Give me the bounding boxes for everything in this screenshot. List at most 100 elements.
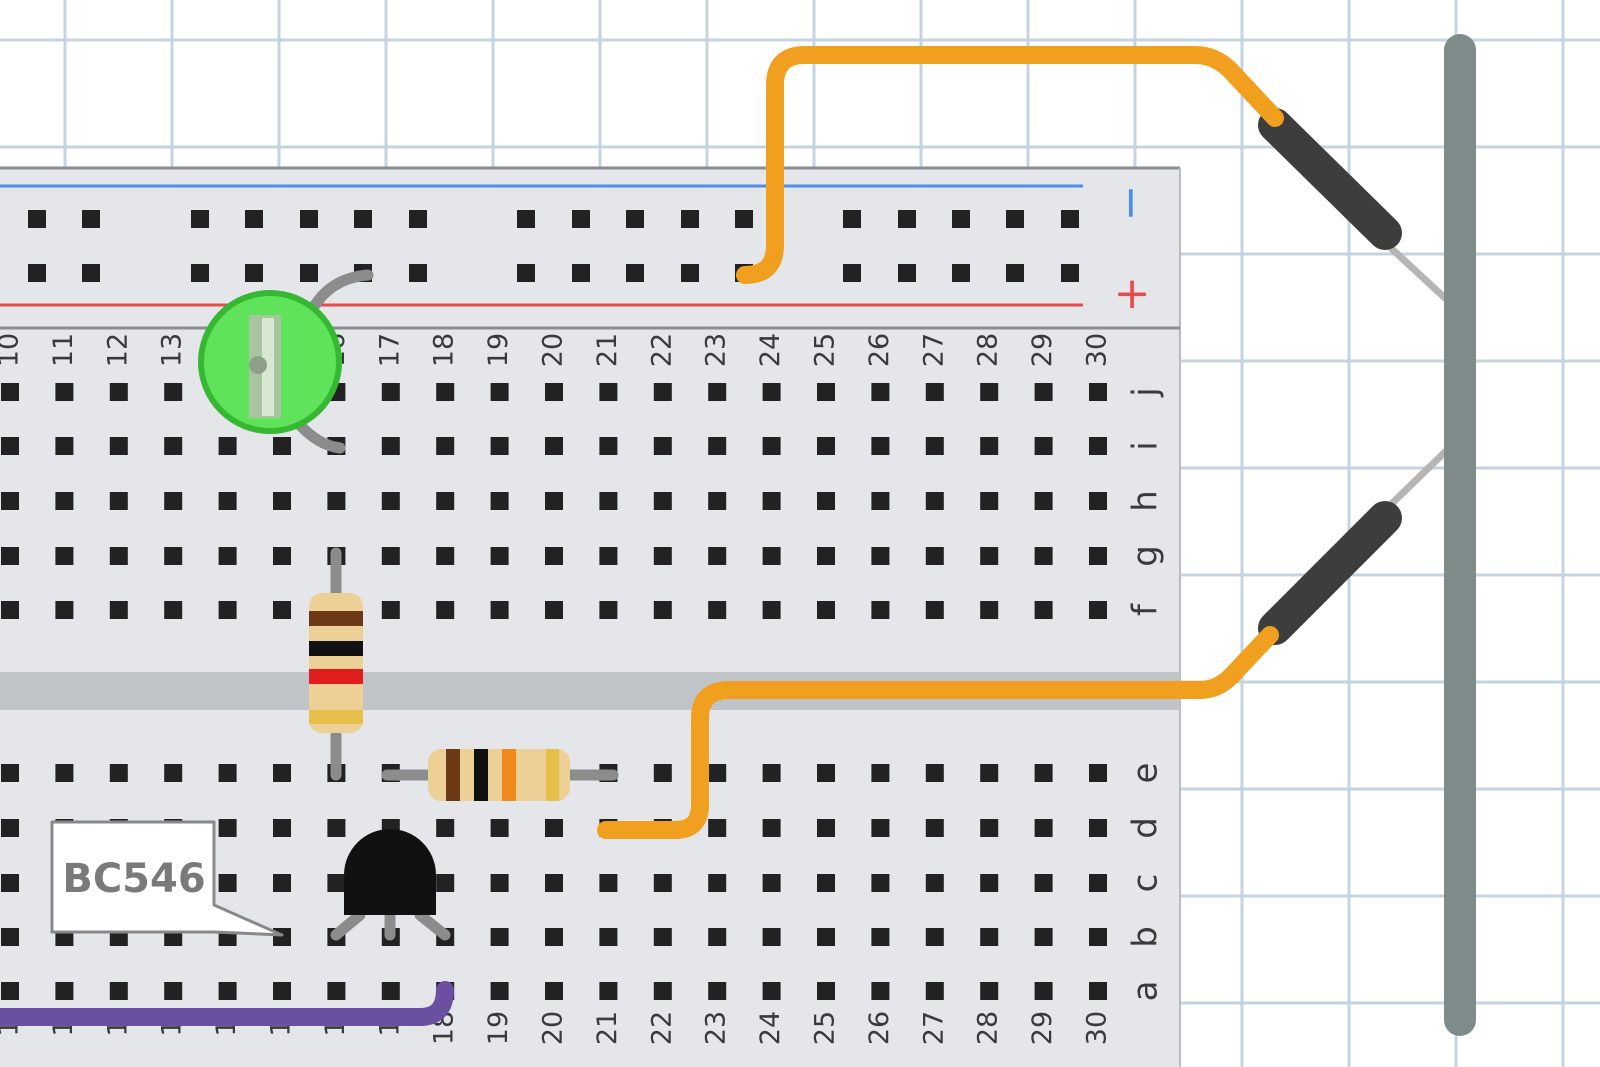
breadboard-hole [273, 601, 291, 619]
touch-plate-assembly [1258, 34, 1476, 1036]
breadboard-hole [871, 601, 890, 619]
breadboard-hole [708, 982, 727, 1000]
breadboard-hole [1089, 874, 1107, 892]
breadboard-hole [545, 874, 563, 892]
breadboard-hole [599, 383, 618, 401]
breadboard-hole [28, 264, 46, 282]
breadboard-hole [708, 764, 727, 782]
breadboard-hole [980, 437, 999, 455]
breadboard-hole [599, 492, 618, 510]
band-gold [309, 710, 363, 724]
breadboard: − + 101112131415161718192021222324252627… [0, 166, 1181, 1067]
breadboard-hole [245, 264, 263, 282]
breadboard-hole [55, 437, 74, 455]
breadboard-hole [599, 982, 618, 1000]
column-number-bottom: 24 [755, 1011, 786, 1045]
breadboard-hole [55, 547, 74, 565]
column-number-top: 25 [810, 333, 841, 367]
breadboard-hole [925, 764, 944, 782]
breadboard-hole [55, 492, 74, 510]
band-black [309, 641, 363, 656]
breadboard-hole [218, 874, 237, 892]
breadboard-hole [164, 982, 183, 1000]
column-number-bottom: 29 [1027, 1011, 1058, 1045]
breadboard-hole [762, 819, 781, 837]
breadboard-hole [1034, 492, 1053, 510]
band-black-h [474, 749, 488, 801]
breadboard-hole [762, 601, 781, 619]
breadboard-hole [82, 210, 100, 228]
breadboard-hole [218, 819, 237, 837]
breadboard-hole [218, 437, 237, 455]
breadboard-hole [708, 437, 727, 455]
breadboard-hole [436, 601, 455, 619]
breadboard-hole [109, 547, 128, 565]
breadboard-hole [381, 492, 400, 510]
breadboard-hole [55, 982, 74, 1000]
breadboard-hole [1, 492, 19, 510]
holes [1, 210, 1107, 1000]
breadboard-hole [1, 819, 19, 837]
breadboard-hole [762, 928, 781, 946]
breadboard-hole [1, 928, 19, 946]
column-number-bottom: 30 [1082, 1011, 1113, 1045]
column-number-top: 19 [483, 333, 514, 367]
breadboard-hole [925, 874, 944, 892]
column-number-top: 27 [918, 333, 949, 367]
breadboard-hole [218, 601, 237, 619]
breadboard-hole [925, 437, 944, 455]
column-number-top: 23 [701, 333, 732, 367]
breadboard-hole [653, 928, 672, 946]
transistor-leg-right [414, 909, 451, 941]
breadboard-hole [980, 492, 999, 510]
column-number-top: 26 [864, 333, 895, 367]
breadboard-hole [817, 819, 835, 837]
breadboard-hole [436, 819, 455, 837]
breadboard-hole [952, 210, 970, 228]
breadboard-hole [653, 764, 672, 782]
breadboard-hole [762, 437, 781, 455]
breadboard-hole [490, 874, 509, 892]
column-number-top: 21 [592, 333, 623, 367]
breadboard-hole [925, 819, 944, 837]
probe-sleeve-top [1258, 108, 1402, 250]
breadboard-hole [409, 210, 427, 228]
breadboard-hole [1034, 437, 1053, 455]
breadboard-hole [871, 437, 890, 455]
breadboard-hole [1034, 764, 1053, 782]
breadboard-hole [871, 874, 890, 892]
breadboard-hole [300, 210, 318, 228]
breadboard-hole [681, 264, 699, 282]
led-icon [198, 269, 374, 454]
breadboard-hole [1061, 264, 1079, 282]
row-label: g [1126, 545, 1166, 567]
callout-label: BC546 [62, 856, 205, 902]
breadboard-hole [817, 764, 835, 782]
breadboard-hole [681, 210, 699, 228]
breadboard-hole [980, 819, 999, 837]
breadboard-hole [490, 601, 509, 619]
breadboard-hole [273, 764, 291, 782]
row-label: f [1126, 603, 1166, 616]
breadboard-hole [1034, 982, 1053, 1000]
breadboard-hole [273, 547, 291, 565]
row-label: e [1126, 763, 1166, 784]
breadboard-hole [490, 982, 509, 1000]
column-number-top: 18 [429, 333, 460, 367]
breadboard-hole [164, 601, 183, 619]
breadboard-hole [817, 547, 835, 565]
breadboard-hole [109, 601, 128, 619]
labels: 1011121314151617181920212223242526272829… [0, 333, 1166, 1045]
wire-icon-top-orange [736, 46, 1284, 284]
column-number-top: 12 [102, 333, 133, 367]
breadboard-hole [572, 264, 590, 282]
breadboard-hole [925, 547, 944, 565]
breadboard-hole [545, 492, 563, 510]
rail-minus-sign: − [1106, 185, 1157, 222]
breadboard-hole [871, 982, 890, 1000]
band-orange-h [502, 749, 516, 801]
breadboard-hole [653, 982, 672, 1000]
breadboard-hole [599, 874, 618, 892]
breadboard-hole [653, 874, 672, 892]
